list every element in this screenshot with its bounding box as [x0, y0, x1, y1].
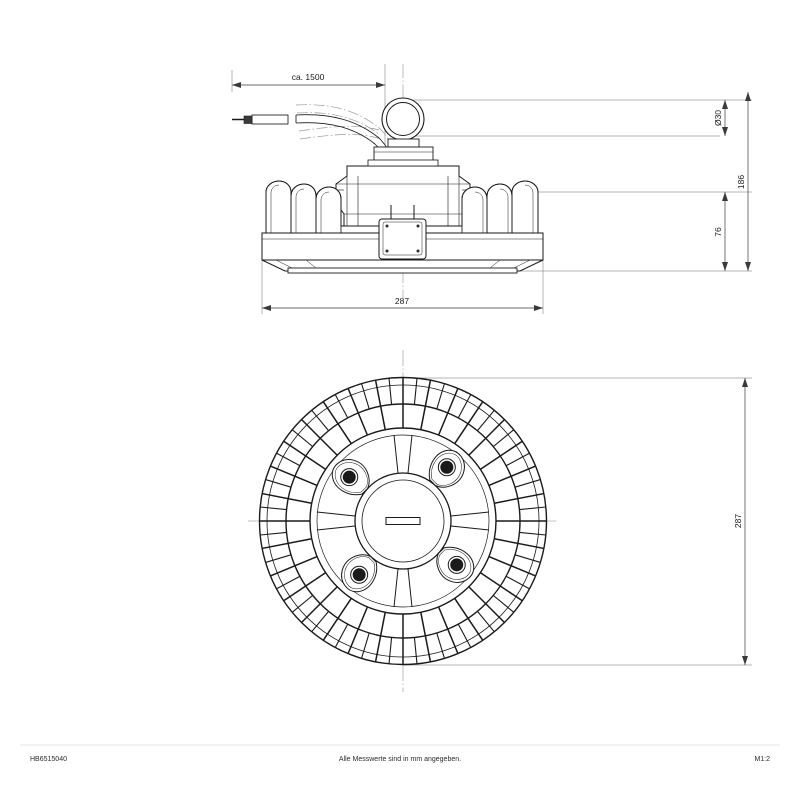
- plan-extension-lines: [403, 377, 752, 666]
- side-extension-lines: [231, 64, 752, 314]
- dimension-body-height: 76: [713, 192, 728, 271]
- cable-sleeve: [232, 114, 289, 125]
- plan-radial-fins-intermediate: [260, 378, 546, 664]
- dimension-body-diameter-side: 287: [262, 296, 543, 311]
- plan-hub-spokes: [316, 434, 490, 608]
- dimension-cable-length-text: ca. 1500: [292, 72, 325, 82]
- driver-housing: [335, 159, 471, 227]
- dimension-body-height-text: 76: [713, 227, 723, 237]
- plan-mounting-boss: [428, 449, 465, 488]
- plan-radial-fins-outer: [259, 377, 547, 665]
- dimension-cable-length: ca. 1500: [232, 72, 385, 88]
- plan-mounting-boss: [341, 554, 378, 593]
- junction-box: [378, 205, 427, 260]
- heatsink-fins: [265, 180, 539, 234]
- fin-profiles-left: [265, 180, 342, 233]
- fin-profiles-right: [461, 180, 539, 233]
- plan-geometry: [258, 376, 548, 666]
- fin-shadow-lines: [270, 184, 534, 233]
- dimension-body-diameter-side-text: 287: [395, 296, 409, 306]
- dimension-ring-diameter-text: Ø30: [713, 110, 723, 126]
- dimension-body-diameter-plan: 287: [733, 378, 748, 665]
- plan-mounting-bosses: [331, 449, 475, 593]
- drawing-footer: HB6515040 Alle Messwerte sind in mm ange…: [20, 744, 780, 763]
- plan-fin-ring-1-inner: [316, 434, 490, 608]
- side-elevation-view: ca. 1500 Ø30 76 186 287: [231, 64, 752, 314]
- cable-alternate-positions: [295, 104, 391, 145]
- suspension-ring: [381, 97, 425, 141]
- plan-center-slot: [385, 517, 421, 525]
- plan-mounting-boss: [331, 459, 370, 496]
- dimension-total-height: 186: [736, 92, 751, 271]
- plan-mounting-boss: [436, 546, 475, 583]
- reflector-facet-lines: [275, 259, 531, 269]
- bottom-plan-view: 287: [248, 350, 752, 692]
- footer-measurement-note: Alle Messwerte sind in mm angegeben.: [339, 756, 461, 763]
- dimension-total-height-text: 186: [736, 175, 746, 189]
- footer-scale: M1:2: [754, 756, 770, 763]
- dimension-body-diameter-plan-text: 287: [733, 514, 743, 528]
- junction-box-screws: [385, 224, 420, 253]
- footer-article-number: HB6515040: [30, 756, 67, 763]
- dimension-ring-diameter: Ø30: [713, 100, 728, 136]
